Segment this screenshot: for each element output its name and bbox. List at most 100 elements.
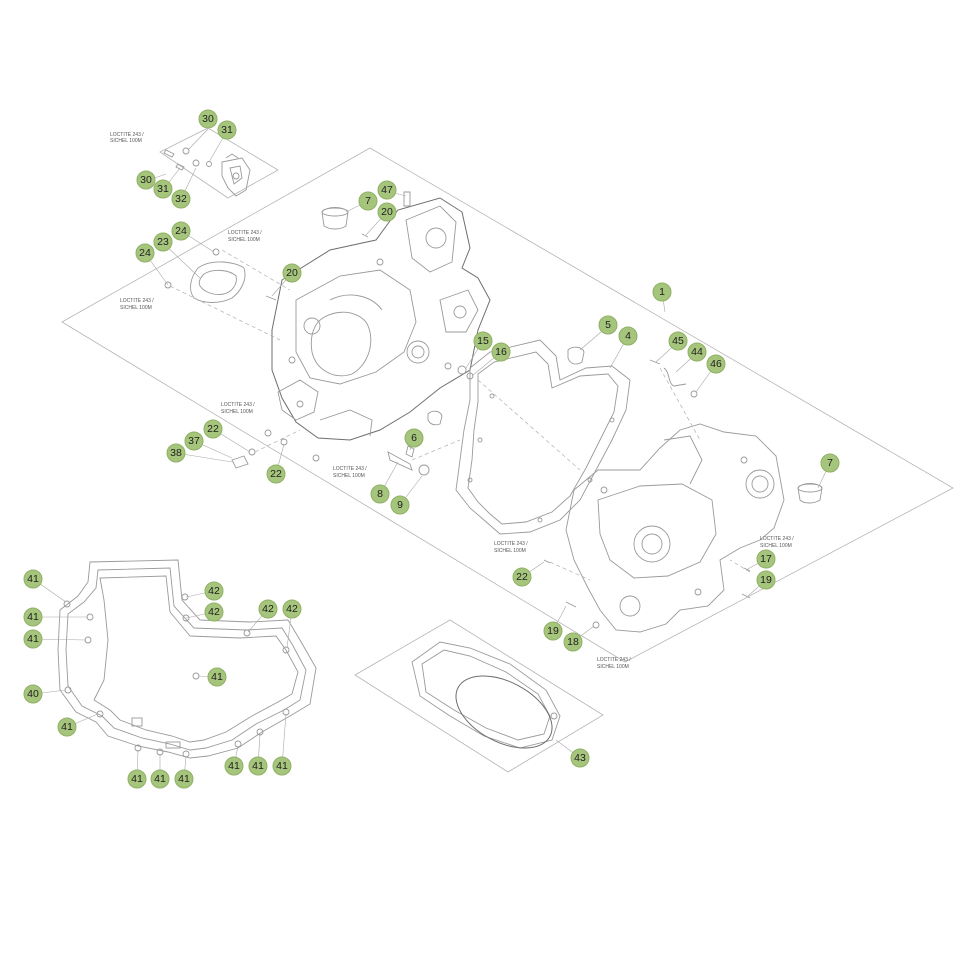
svg-text:LOCTITE 243 /: LOCTITE 243 / xyxy=(120,298,154,304)
callout-46: 46 xyxy=(706,354,726,374)
svg-text:8: 8 xyxy=(377,488,383,500)
svg-text:43: 43 xyxy=(574,752,586,764)
assembly-lines xyxy=(169,249,751,581)
svg-text:23: 23 xyxy=(157,236,169,248)
callout-32: 32 xyxy=(171,189,191,209)
svg-text:16: 16 xyxy=(495,346,507,358)
svg-text:SICHEL 100M: SICHEL 100M xyxy=(760,543,792,549)
svg-text:5: 5 xyxy=(605,319,611,331)
svg-text:4: 4 xyxy=(625,330,631,342)
svg-text:41: 41 xyxy=(61,721,73,733)
svg-text:42: 42 xyxy=(262,603,274,615)
svg-text:42: 42 xyxy=(208,585,220,597)
svg-text:LOCTITE 243 /: LOCTITE 243 / xyxy=(110,132,144,138)
note-loctite-6: LOCTITE 243 / SICHEL 100M xyxy=(494,541,528,554)
callout-22: 22 xyxy=(266,464,286,484)
svg-text:LOCTITE 243 /: LOCTITE 243 / xyxy=(228,230,262,236)
small-hardware xyxy=(231,191,823,629)
callout-16: 16 xyxy=(491,342,511,362)
svg-text:31: 31 xyxy=(157,183,169,195)
callout-42: 42 xyxy=(282,599,302,619)
callout-24: 24 xyxy=(171,221,191,241)
svg-text:SICHEL 100M: SICHEL 100M xyxy=(333,473,365,479)
svg-text:7: 7 xyxy=(827,457,833,469)
main-panel xyxy=(61,147,954,663)
svg-text:7: 7 xyxy=(365,195,371,207)
svg-text:45: 45 xyxy=(672,335,684,347)
svg-text:22: 22 xyxy=(516,571,528,583)
bracket-bolts xyxy=(163,147,212,171)
svg-text:20: 20 xyxy=(286,267,298,279)
callout-41: 41 xyxy=(248,756,268,776)
callout-4: 4 xyxy=(618,326,638,346)
center-gasket xyxy=(455,339,631,535)
svg-text:41: 41 xyxy=(154,773,166,785)
svg-text:SICHEL 100M: SICHEL 100M xyxy=(221,409,253,415)
svg-text:LOCTITE 243 /: LOCTITE 243 / xyxy=(333,466,367,472)
callout-42: 42 xyxy=(204,581,224,601)
note-loctite-8: LOCTITE 243 / SICHEL 100M xyxy=(597,657,631,670)
note-loctite-2: LOCTITE 243 / SICHEL 100M xyxy=(228,230,262,243)
callout-41: 41 xyxy=(272,756,292,776)
callout-9: 9 xyxy=(390,495,410,515)
svg-text:41: 41 xyxy=(252,760,264,772)
svg-text:22: 22 xyxy=(207,423,219,435)
svg-text:LOCTITE 243 /: LOCTITE 243 / xyxy=(597,657,631,663)
callout-1: 1 xyxy=(652,282,672,302)
note-loctite-3: LOCTITE 243 / SICHEL 100M xyxy=(120,298,154,311)
callout-30: 30 xyxy=(198,109,218,129)
callout-41: 41 xyxy=(57,717,77,737)
svg-text:19: 19 xyxy=(547,625,559,637)
svg-text:30: 30 xyxy=(140,174,152,186)
callout-43: 43 xyxy=(570,748,590,768)
svg-text:SICHEL 100M: SICHEL 100M xyxy=(597,664,629,670)
svg-text:46: 46 xyxy=(710,358,722,370)
note-loctite-5: LOCTITE 243 / SICHEL 100M xyxy=(333,466,367,479)
callout-15: 15 xyxy=(473,331,493,351)
gasket-kit xyxy=(411,641,561,749)
callout-20: 20 xyxy=(282,263,302,283)
note-loctite-1: LOCTITE 243 / SICHEL 100M xyxy=(110,132,144,144)
callout-31: 31 xyxy=(153,179,173,199)
callout-40: 40 xyxy=(23,684,43,704)
callout-41: 41 xyxy=(23,629,43,649)
svg-text:42: 42 xyxy=(208,606,220,618)
svg-text:44: 44 xyxy=(691,346,703,358)
svg-text:20: 20 xyxy=(381,206,393,218)
callout-42: 42 xyxy=(204,602,224,622)
svg-text:42: 42 xyxy=(286,603,298,615)
callout-8: 8 xyxy=(370,484,390,504)
svg-text:24: 24 xyxy=(175,225,187,237)
callout-38: 38 xyxy=(166,443,186,463)
svg-text:19: 19 xyxy=(760,574,772,586)
callout-41: 41 xyxy=(174,769,194,789)
svg-text:40: 40 xyxy=(27,688,39,700)
svg-text:LOCTITE 243 /: LOCTITE 243 / xyxy=(494,541,528,547)
svg-text:41: 41 xyxy=(211,671,223,683)
svg-text:41: 41 xyxy=(228,760,240,772)
cover-plate xyxy=(164,248,246,303)
callout-41: 41 xyxy=(23,607,43,627)
callout-20: 20 xyxy=(377,202,397,222)
callout-24: 24 xyxy=(135,243,155,263)
svg-text:1: 1 xyxy=(659,286,665,298)
svg-text:41: 41 xyxy=(131,773,143,785)
callout-19: 19 xyxy=(543,621,563,641)
callout-19: 19 xyxy=(756,570,776,590)
svg-text:6: 6 xyxy=(411,432,417,444)
callout-42: 42 xyxy=(258,599,278,619)
callout-41: 41 xyxy=(127,769,147,789)
svg-text:41: 41 xyxy=(27,573,39,585)
callout-17: 17 xyxy=(756,549,776,569)
sensor-bracket-panel xyxy=(159,127,279,199)
svg-text:24: 24 xyxy=(139,247,151,259)
svg-text:SICHEL 100M: SICHEL 100M xyxy=(110,138,142,144)
svg-text:41: 41 xyxy=(276,760,288,772)
svg-text:41: 41 xyxy=(27,611,39,623)
svg-text:SICHEL 100M: SICHEL 100M xyxy=(120,305,152,311)
svg-text:LOCTITE 243 /: LOCTITE 243 / xyxy=(760,536,794,542)
callout-22: 22 xyxy=(203,419,223,439)
svg-text:9: 9 xyxy=(397,499,403,511)
callout-5: 5 xyxy=(598,315,618,335)
